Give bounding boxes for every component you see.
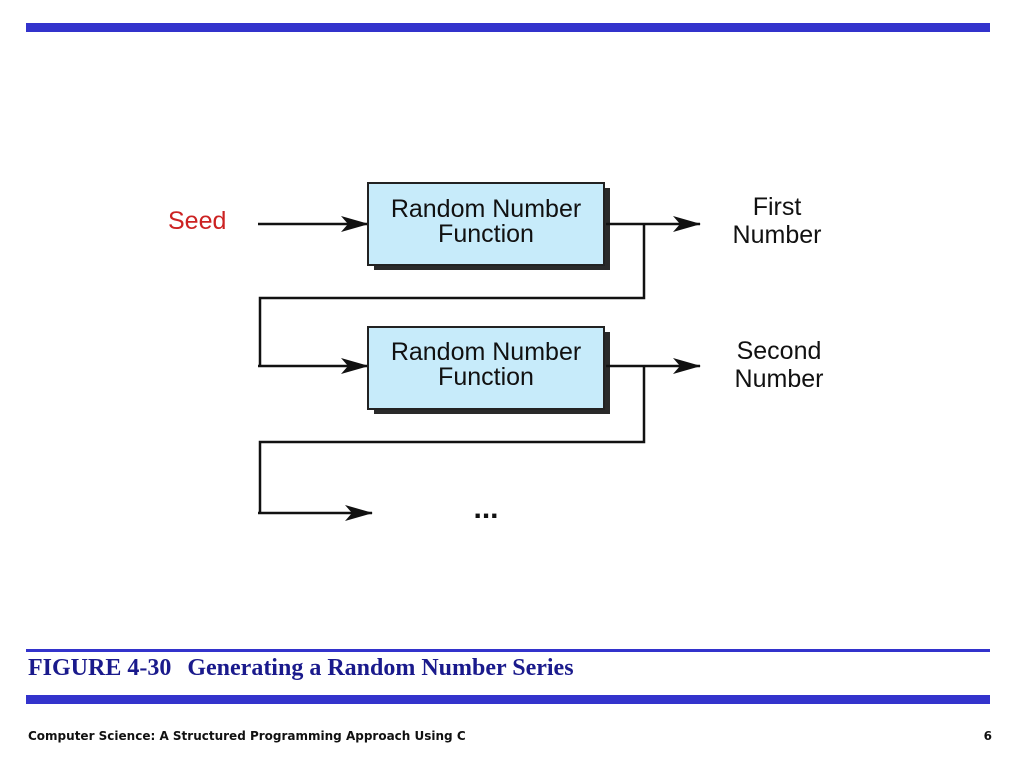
caption-top-rule (26, 649, 990, 652)
box-1-label-line1: Random Number (391, 195, 581, 223)
box-2-label-line2: Function (438, 363, 534, 391)
random-number-function-box-1: Random Number Function (367, 182, 610, 270)
output-label-1-line2: Number (733, 221, 822, 249)
figure-title: Generating a Random Number Series (187, 655, 574, 681)
footer-page-number: 6 (983, 729, 992, 743)
box-2-label-line1: Random Number (391, 338, 581, 366)
feedback-connector-1 (258, 224, 646, 366)
seed-label: Seed (168, 207, 226, 235)
figure-number: FIGURE 4-30 (28, 655, 172, 681)
box-1-label-line2: Function (438, 220, 534, 248)
figure-caption: FIGURE 4-30 Generating a Random Number S… (28, 655, 574, 682)
feedback-connector-2 (258, 366, 646, 513)
output-label-1-line1: First (753, 193, 802, 221)
continuation-ellipsis: ... (473, 492, 498, 525)
caption-bottom-rule (26, 695, 990, 704)
random-number-function-box-2: Random Number Function (367, 326, 610, 414)
random-series-diagram: Seed Random Number Function First Number… (168, 182, 824, 525)
output-label-2-line2: Number (735, 365, 824, 393)
output-label-2-line1: Second (737, 337, 822, 365)
footer-book-title: Computer Science: A Structured Programmi… (28, 729, 466, 743)
top-rule (26, 23, 990, 32)
